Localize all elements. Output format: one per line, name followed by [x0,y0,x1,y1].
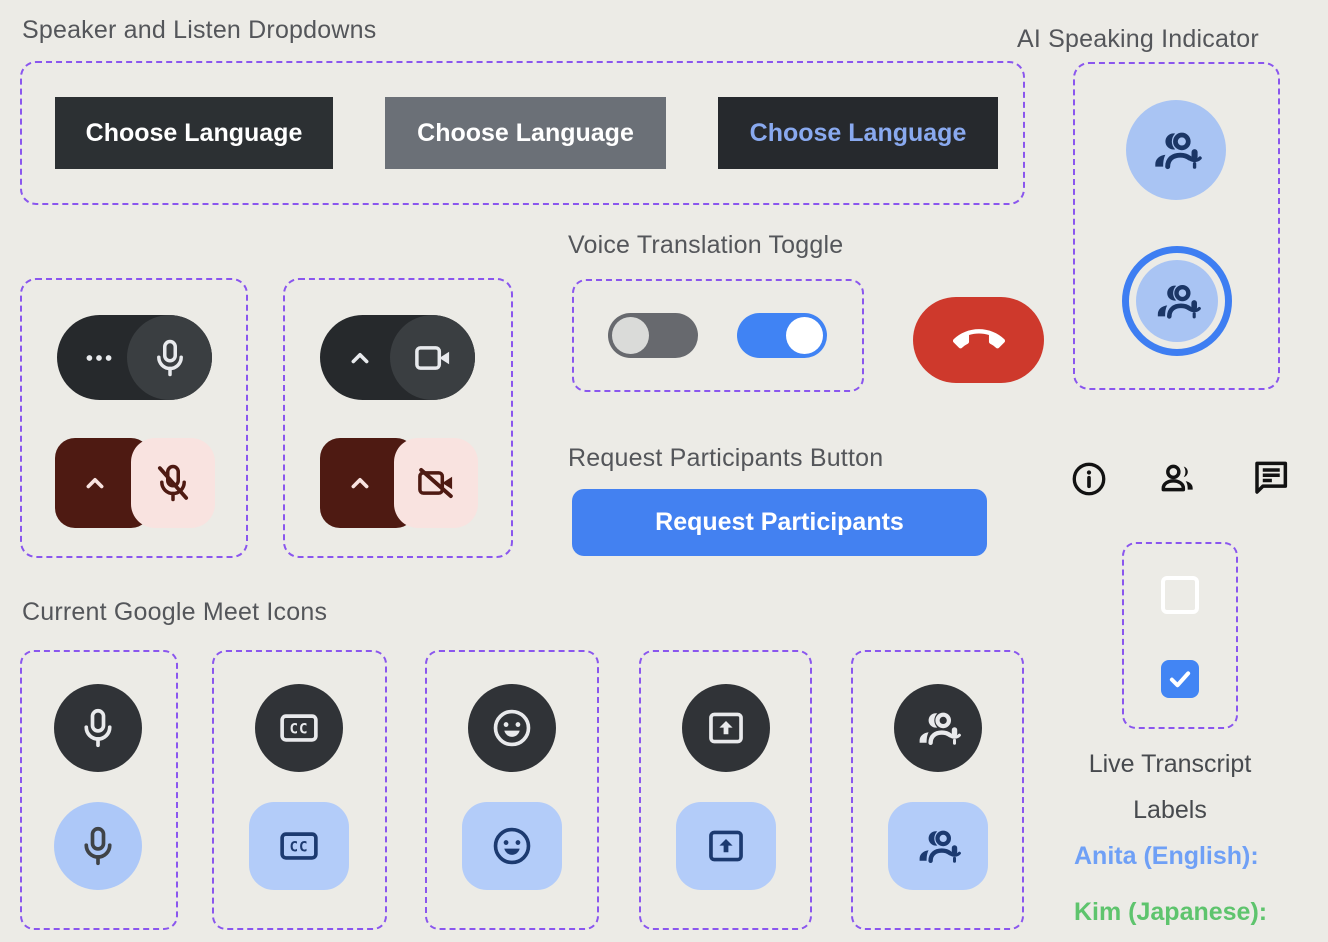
camera-off-icon [415,462,457,504]
meet-mic-group [20,650,178,930]
meet-people-mic-dark-button[interactable] [894,684,982,772]
toggle-knob [786,317,823,354]
toggle-knob [612,317,649,354]
checkbox-unchecked[interactable] [1161,576,1199,614]
choose-language-dropdown-gray[interactable]: Choose Language [385,97,666,169]
choose-language-dropdown-dark[interactable]: Choose Language [55,97,333,169]
chevron-up-icon [344,467,376,499]
end-call-button[interactable] [913,297,1044,383]
check-icon [1165,664,1195,694]
voice-toggle-group [572,279,864,392]
emoji-icon [489,705,535,751]
meet-captions-blue-button[interactable]: CC [249,802,349,890]
info-icon[interactable] [1070,460,1108,498]
meet-present-dark-button[interactable] [682,684,770,772]
ai-avatar-speaking [1122,246,1232,356]
mic-buttons-group [20,278,248,558]
people-mic-icon [914,822,962,870]
more-dots-icon [81,340,117,376]
camera-off-button[interactable] [320,438,478,528]
people-mic-icon [1149,123,1203,177]
meet-emoji-dark-button[interactable] [468,684,556,772]
chevron-up-icon [344,342,376,374]
chevron-up-icon [79,467,111,499]
meet-emoji-blue-button[interactable] [462,802,562,890]
closed-captions-icon: CC [276,823,322,869]
meet-captions-group [212,650,387,930]
checkbox-checked[interactable] [1161,660,1199,698]
camera-on-button[interactable] [320,315,475,400]
ai-avatar-idle [1126,100,1226,200]
mic-on-button[interactable] [57,315,212,400]
checkbox-group [1122,542,1238,729]
camera-buttons-group [283,278,513,558]
speaker-listen-title: Speaker and Listen Dropdowns [22,16,377,44]
present-screen-icon [704,824,748,868]
people-icon[interactable] [1156,458,1200,498]
speaker-listen-group [20,61,1025,205]
ai-indicator-group [1073,62,1280,390]
present-screen-icon [704,706,748,750]
request-participants-title: Request Participants Button [568,444,884,472]
request-participants-label: Request Participants [655,508,904,536]
transcript-label-anita: Anita (English): [1074,842,1259,870]
call-end-icon [952,314,1005,366]
meet-people-mic-group [851,650,1024,930]
people-mic-icon [914,704,962,752]
meet-people-mic-blue-button[interactable] [888,802,988,890]
choose-language-dropdown-blue-text[interactable]: Choose Language [718,97,998,169]
camera-icon [412,337,454,379]
meet-present-blue-button[interactable] [676,802,776,890]
meet-emoji-group [425,650,599,930]
voice-toggle-title: Voice Translation Toggle [568,231,844,259]
microphone-icon [76,706,120,750]
meet-mic-blue-button[interactable] [54,802,142,890]
people-mic-icon [1152,276,1202,326]
meet-mic-dark-button[interactable] [54,684,142,772]
emoji-icon [489,823,535,869]
transcript-label-kim: Kim (Japanese): [1074,898,1268,926]
svg-text:CC: CC [290,722,309,738]
microphone-icon [76,824,120,868]
ai-indicator-title: AI Speaking Indicator [1017,25,1259,53]
svg-text:CC: CC [290,840,309,856]
live-transcript-title-line2: Labels [1133,796,1207,824]
meet-captions-dark-button[interactable]: CC [255,684,343,772]
voice-toggle-on[interactable] [737,313,827,358]
meet-present-group [639,650,812,930]
live-transcript-title-line1: Live Transcript [1088,750,1252,778]
closed-captions-icon: CC [276,705,322,751]
chat-icon[interactable] [1250,456,1292,498]
request-participants-button[interactable]: Request Participants [572,489,987,556]
mic-off-button[interactable] [55,438,215,528]
microphone-off-icon [152,462,194,504]
microphone-icon [149,337,191,379]
meet-icons-title: Current Google Meet Icons [22,598,328,626]
voice-toggle-off[interactable] [608,313,698,358]
